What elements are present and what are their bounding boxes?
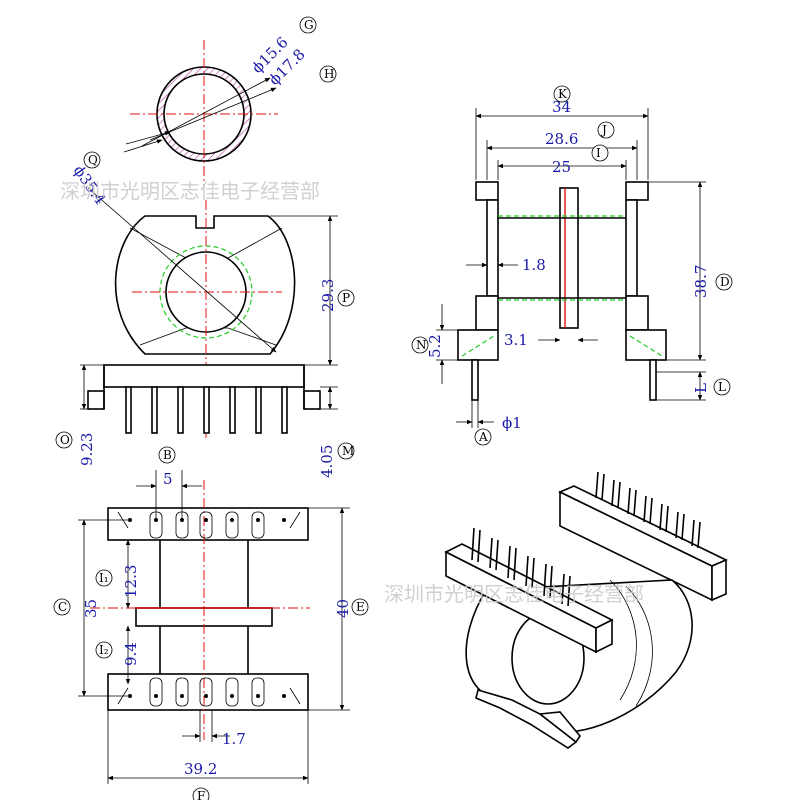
label-a: A: [478, 430, 488, 444]
dim-k: 34: [552, 98, 571, 116]
label-d: D: [720, 275, 730, 289]
dim-f: 39.2: [184, 760, 217, 778]
tube-section-view: ϕ15.6 ϕ17.8 G H: [123, 16, 337, 185]
dim-i: 25: [552, 158, 571, 176]
label-f: F: [197, 789, 205, 800]
dim-n: 5.2: [426, 334, 444, 358]
watermark-bottom: 深圳市光明区志佳电子经营部: [384, 582, 644, 606]
dim-c: 35: [82, 599, 100, 618]
label-k: K: [558, 87, 568, 101]
top-view: 5 B 35 C 40 E 12.3 I₁ 9.4 I₂ 1.7: [53, 446, 369, 800]
label-j: J: [600, 123, 607, 137]
label-l: L: [718, 380, 726, 394]
dim-p: 29.3: [319, 279, 337, 312]
label-e: E: [356, 600, 365, 614]
label-i1: I₁: [99, 571, 109, 585]
dim-j: 28.6: [545, 130, 578, 148]
label-b: B: [163, 448, 172, 462]
dim-i1: 12.3: [122, 565, 140, 598]
label-i2: I₂: [99, 643, 109, 657]
dim-1-7: 1.7: [222, 730, 246, 748]
label-q: Q: [88, 153, 98, 167]
side-view: 34 K 28.6 J 25 I 38.7 D 1.8 3.1 5.2: [411, 85, 733, 446]
label-n: N: [416, 338, 427, 352]
label-m: M: [342, 444, 354, 458]
label-p: P: [342, 291, 350, 305]
watermark-top: 深圳市光明区志佳电子经营部: [60, 179, 320, 203]
label-g: G: [304, 18, 314, 32]
dim-1-8: 1.8: [522, 256, 546, 274]
front-view: ϕ35.4 Q 29.3 P 9.23 O 4.05 M: [55, 151, 355, 478]
label-o: O: [60, 433, 70, 447]
dim-l: L: [692, 383, 710, 393]
label-h: H: [324, 67, 334, 81]
dim-a: ϕ1: [502, 414, 522, 432]
dim-b: 5: [163, 470, 173, 488]
label-c: C: [58, 600, 67, 614]
dim-o: 9.23: [78, 433, 96, 466]
dim-e: 40: [334, 599, 352, 618]
dim-d: 38.7: [692, 265, 710, 298]
label-i: I: [596, 146, 601, 160]
isometric-view: [444, 471, 728, 749]
dim-i2: 9.4: [122, 642, 140, 666]
dim-m: 4.05: [318, 445, 336, 478]
dim-3-1: 3.1: [504, 331, 528, 349]
